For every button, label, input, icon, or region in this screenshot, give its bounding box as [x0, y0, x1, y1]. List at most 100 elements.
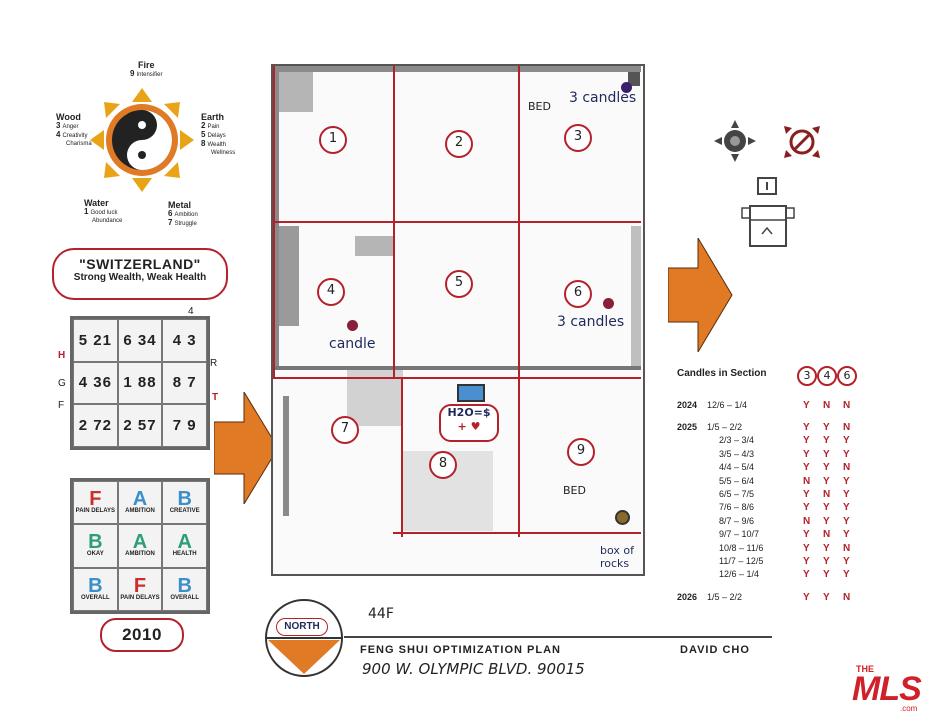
candle-dot — [603, 298, 614, 309]
north-label: NORTH — [276, 618, 328, 636]
schedule-range: 5/5 – 6/4 — [719, 475, 755, 486]
section-line — [518, 377, 520, 537]
schedule-range: 6/5 – 7/5 — [719, 489, 755, 499]
schedule-flag: Y — [823, 435, 830, 447]
room-number: 6 — [564, 280, 592, 308]
schedule-flag: Y — [823, 542, 830, 554]
plan-title: FENG SHUI OPTIMIZATION PLAN — [360, 644, 561, 656]
section-line — [273, 66, 275, 377]
candle-dot — [347, 320, 358, 331]
year-badge: 2010 — [100, 618, 184, 652]
wall — [279, 226, 299, 326]
schedule-flag: Y — [843, 435, 850, 447]
rocks-box-icon — [615, 510, 630, 525]
floor-plan: 1 2 3 4 5 6 7 8 9 BED 3 candles 3 candle… — [271, 64, 645, 576]
schedule-flag: Y — [803, 592, 810, 603]
schedule-flag: N — [843, 400, 851, 411]
grid-cell: 7 9 — [162, 404, 207, 447]
grid-letter: A — [177, 531, 192, 554]
room-number: 5 — [445, 270, 473, 298]
schedule-range: 12/6 – 1/4 — [707, 400, 748, 410]
candle-dot — [621, 82, 632, 93]
grid-cell: 1 88 — [117, 361, 163, 405]
grid-cell: 8 7 — [162, 361, 207, 405]
grid-side-label: H — [58, 350, 66, 361]
grid-cell: 5 21 — [73, 319, 118, 362]
section-line — [273, 377, 641, 379]
grid-letter: B — [177, 488, 192, 511]
schedule-flag: N — [843, 422, 851, 433]
schedule-flag: Y — [823, 556, 830, 567]
flying-star-grid: 5 21 6 34 4 3 4 36 1 88 8 7 2 72 2 57 7 … — [70, 316, 210, 450]
schedule-flag: N — [823, 489, 831, 500]
room-number: 3 — [564, 124, 592, 152]
schedule-row: 11/7 – 12/5 Y Y Y — [677, 556, 867, 568]
wall — [273, 66, 279, 366]
candles-note: 3 candles — [557, 314, 625, 330]
schedule-range: 1/5 – 2/2 — [707, 592, 743, 602]
grid-side-label: R — [210, 358, 218, 369]
grid-side-label: F — [58, 400, 65, 411]
schedule-flag: Y — [843, 448, 850, 460]
schedule-range: 9/7 – 10/7 — [719, 529, 760, 540]
schedule-flag: N — [843, 592, 851, 603]
schedule-range: 11/7 – 12/5 — [719, 556, 764, 566]
schedule-flag: N — [843, 542, 851, 554]
candles-note: 3 candles — [569, 90, 637, 106]
schedule-flag: Y — [823, 462, 830, 474]
wall — [273, 66, 641, 72]
schedule-flag: Y — [803, 542, 810, 554]
grid-cell: 2 72 — [73, 404, 118, 447]
room-number: 1 — [319, 126, 347, 154]
schedule-flag: N — [843, 462, 851, 474]
schedule-year: 2026 — [677, 592, 698, 602]
schedule-range: 1/5 – 2/2 — [707, 422, 743, 432]
section-line — [393, 532, 641, 534]
bed-diagram-icon — [741, 177, 795, 247]
wall — [355, 236, 395, 256]
schedule-flag: Y — [803, 502, 810, 514]
compass-icon — [714, 120, 756, 162]
grid-letter: B — [177, 574, 192, 597]
water-note: H2O=$ + ♥ — [439, 404, 499, 442]
arrow-right-icon — [214, 392, 279, 504]
grid-side-label: T — [212, 392, 219, 403]
grid-cell: 2 57 — [117, 404, 163, 447]
switzerland-cloud: "SWITZERLAND" Strong Wealth, Weak Health — [52, 248, 228, 300]
room-number: 4 — [317, 278, 345, 306]
schedule-flag: Y — [803, 422, 810, 433]
schedule-flag: N — [823, 529, 831, 541]
grid-letter: A — [132, 488, 148, 511]
wall — [628, 72, 640, 86]
schedule-flag: Y — [803, 556, 810, 567]
schedule-flag: Y — [803, 529, 810, 541]
schedule-flag: Y — [803, 569, 810, 581]
schedule-flag: Y — [843, 569, 850, 581]
section-badge: 3 — [797, 366, 817, 386]
schedule-year: 2024 — [677, 400, 698, 410]
wall — [283, 396, 289, 516]
schedule-flag: Y — [843, 556, 850, 567]
section-line — [518, 66, 520, 377]
grid-letter: A — [132, 531, 148, 554]
schedule-flag: N — [803, 475, 811, 487]
wall — [279, 72, 313, 112]
schedule-flag: Y — [823, 475, 830, 487]
grid-letter: B — [88, 531, 103, 554]
